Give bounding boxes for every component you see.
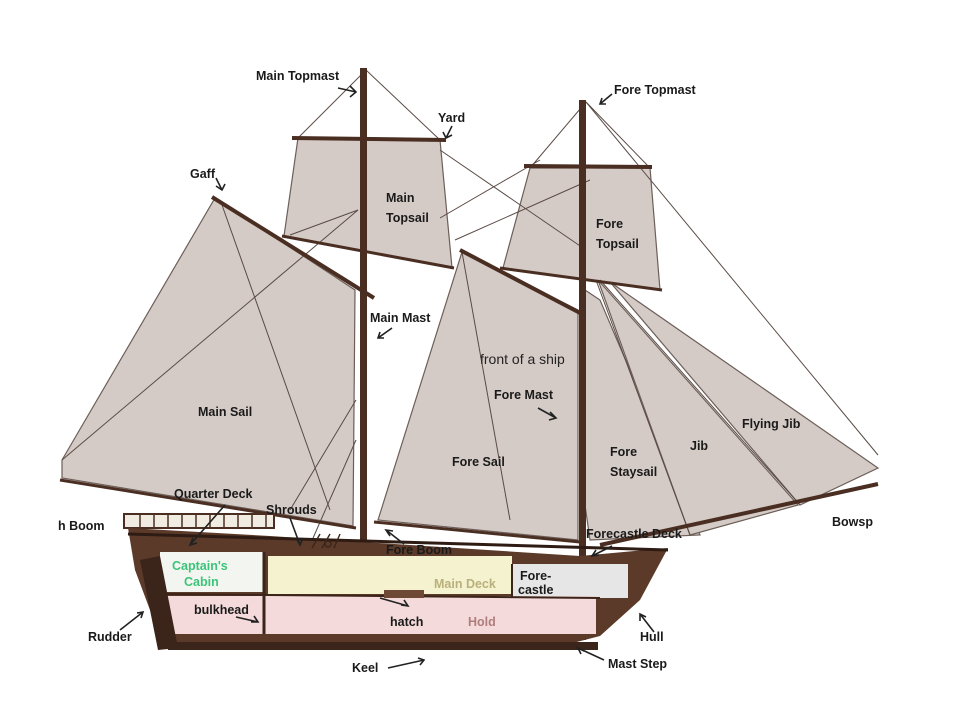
main-deck-area — [268, 556, 512, 594]
label-main-topsail-2: Topsail — [386, 211, 429, 225]
jib-sail — [597, 279, 800, 536]
label-gaff: Gaff — [190, 167, 216, 181]
label-flying-jib: Flying Jib — [742, 417, 801, 431]
hull — [123, 513, 669, 650]
bowsprit — [599, 482, 879, 547]
fore-boom — [373, 520, 581, 544]
label-forecastle-2: castle — [518, 583, 553, 597]
label-fore-topsail-1: Fore — [596, 217, 623, 231]
fore-mast — [579, 100, 586, 640]
captains-cabin — [160, 552, 264, 592]
hold-area — [160, 596, 596, 634]
label-fore-staysail-2: Staysail — [610, 465, 657, 479]
main-topsail — [283, 137, 453, 269]
label-quarter-deck: Quarter Deck — [174, 487, 253, 501]
main-boom — [59, 478, 357, 530]
label-fore-sail: Fore Sail — [452, 455, 505, 469]
forecastle-area — [512, 564, 628, 598]
label-yard: Yard — [438, 111, 465, 125]
main-sail — [61, 197, 356, 527]
keel — [168, 642, 598, 650]
label-fore-boom: Fore Boom — [386, 543, 452, 557]
label-forecastle-deck: Forecastle Deck — [586, 527, 682, 541]
label-fore-staysail-1: Fore — [610, 445, 637, 459]
label-main-sail: Main Sail — [198, 405, 252, 419]
label-captains-cabin-2: Cabin — [184, 575, 219, 589]
label-hatch: hatch — [390, 615, 423, 629]
label-main-topsail-1: Main — [386, 191, 414, 205]
main-mast — [360, 68, 367, 636]
label-keel: Keel — [352, 661, 378, 675]
annotation-text: front of a ship — [480, 351, 565, 367]
label-main-topmast: Main Topmast — [256, 69, 340, 83]
flying-jib-sail — [609, 281, 880, 506]
label-jib: Jib — [690, 439, 708, 453]
label-fore-mast: Fore Mast — [494, 388, 554, 402]
rudder — [140, 556, 178, 650]
label-bowsprit: Bowsp — [832, 515, 873, 529]
fore-gaff — [459, 248, 583, 316]
spars — [59, 68, 879, 640]
label-captains-cabin-1: Captain's — [172, 559, 228, 573]
label-rudder: Rudder — [88, 630, 132, 644]
main-gaff — [210, 195, 376, 300]
label-main-deck: Main Deck — [434, 577, 496, 591]
label-hull: Hull — [640, 630, 664, 644]
label-shrouds: Shrouds — [266, 503, 317, 517]
arrows — [119, 85, 655, 669]
label-fore-topmast: Fore Topmast — [614, 83, 697, 97]
label-mast-step: Mast Step — [608, 657, 667, 671]
rigging — [61, 69, 879, 546]
label-hold: Hold — [468, 615, 496, 629]
label-forecastle-1: Fore- — [520, 569, 551, 583]
sails — [61, 137, 880, 541]
label-main-mast: Main Mast — [370, 311, 431, 325]
label-bulkhead: bulkhead — [194, 603, 249, 617]
label-fore-topsail-2: Topsail — [596, 237, 639, 251]
labels: Main Topmast Fore Topmast Yard Gaff Main… — [58, 69, 873, 675]
label-boom: h Boom — [58, 519, 105, 533]
